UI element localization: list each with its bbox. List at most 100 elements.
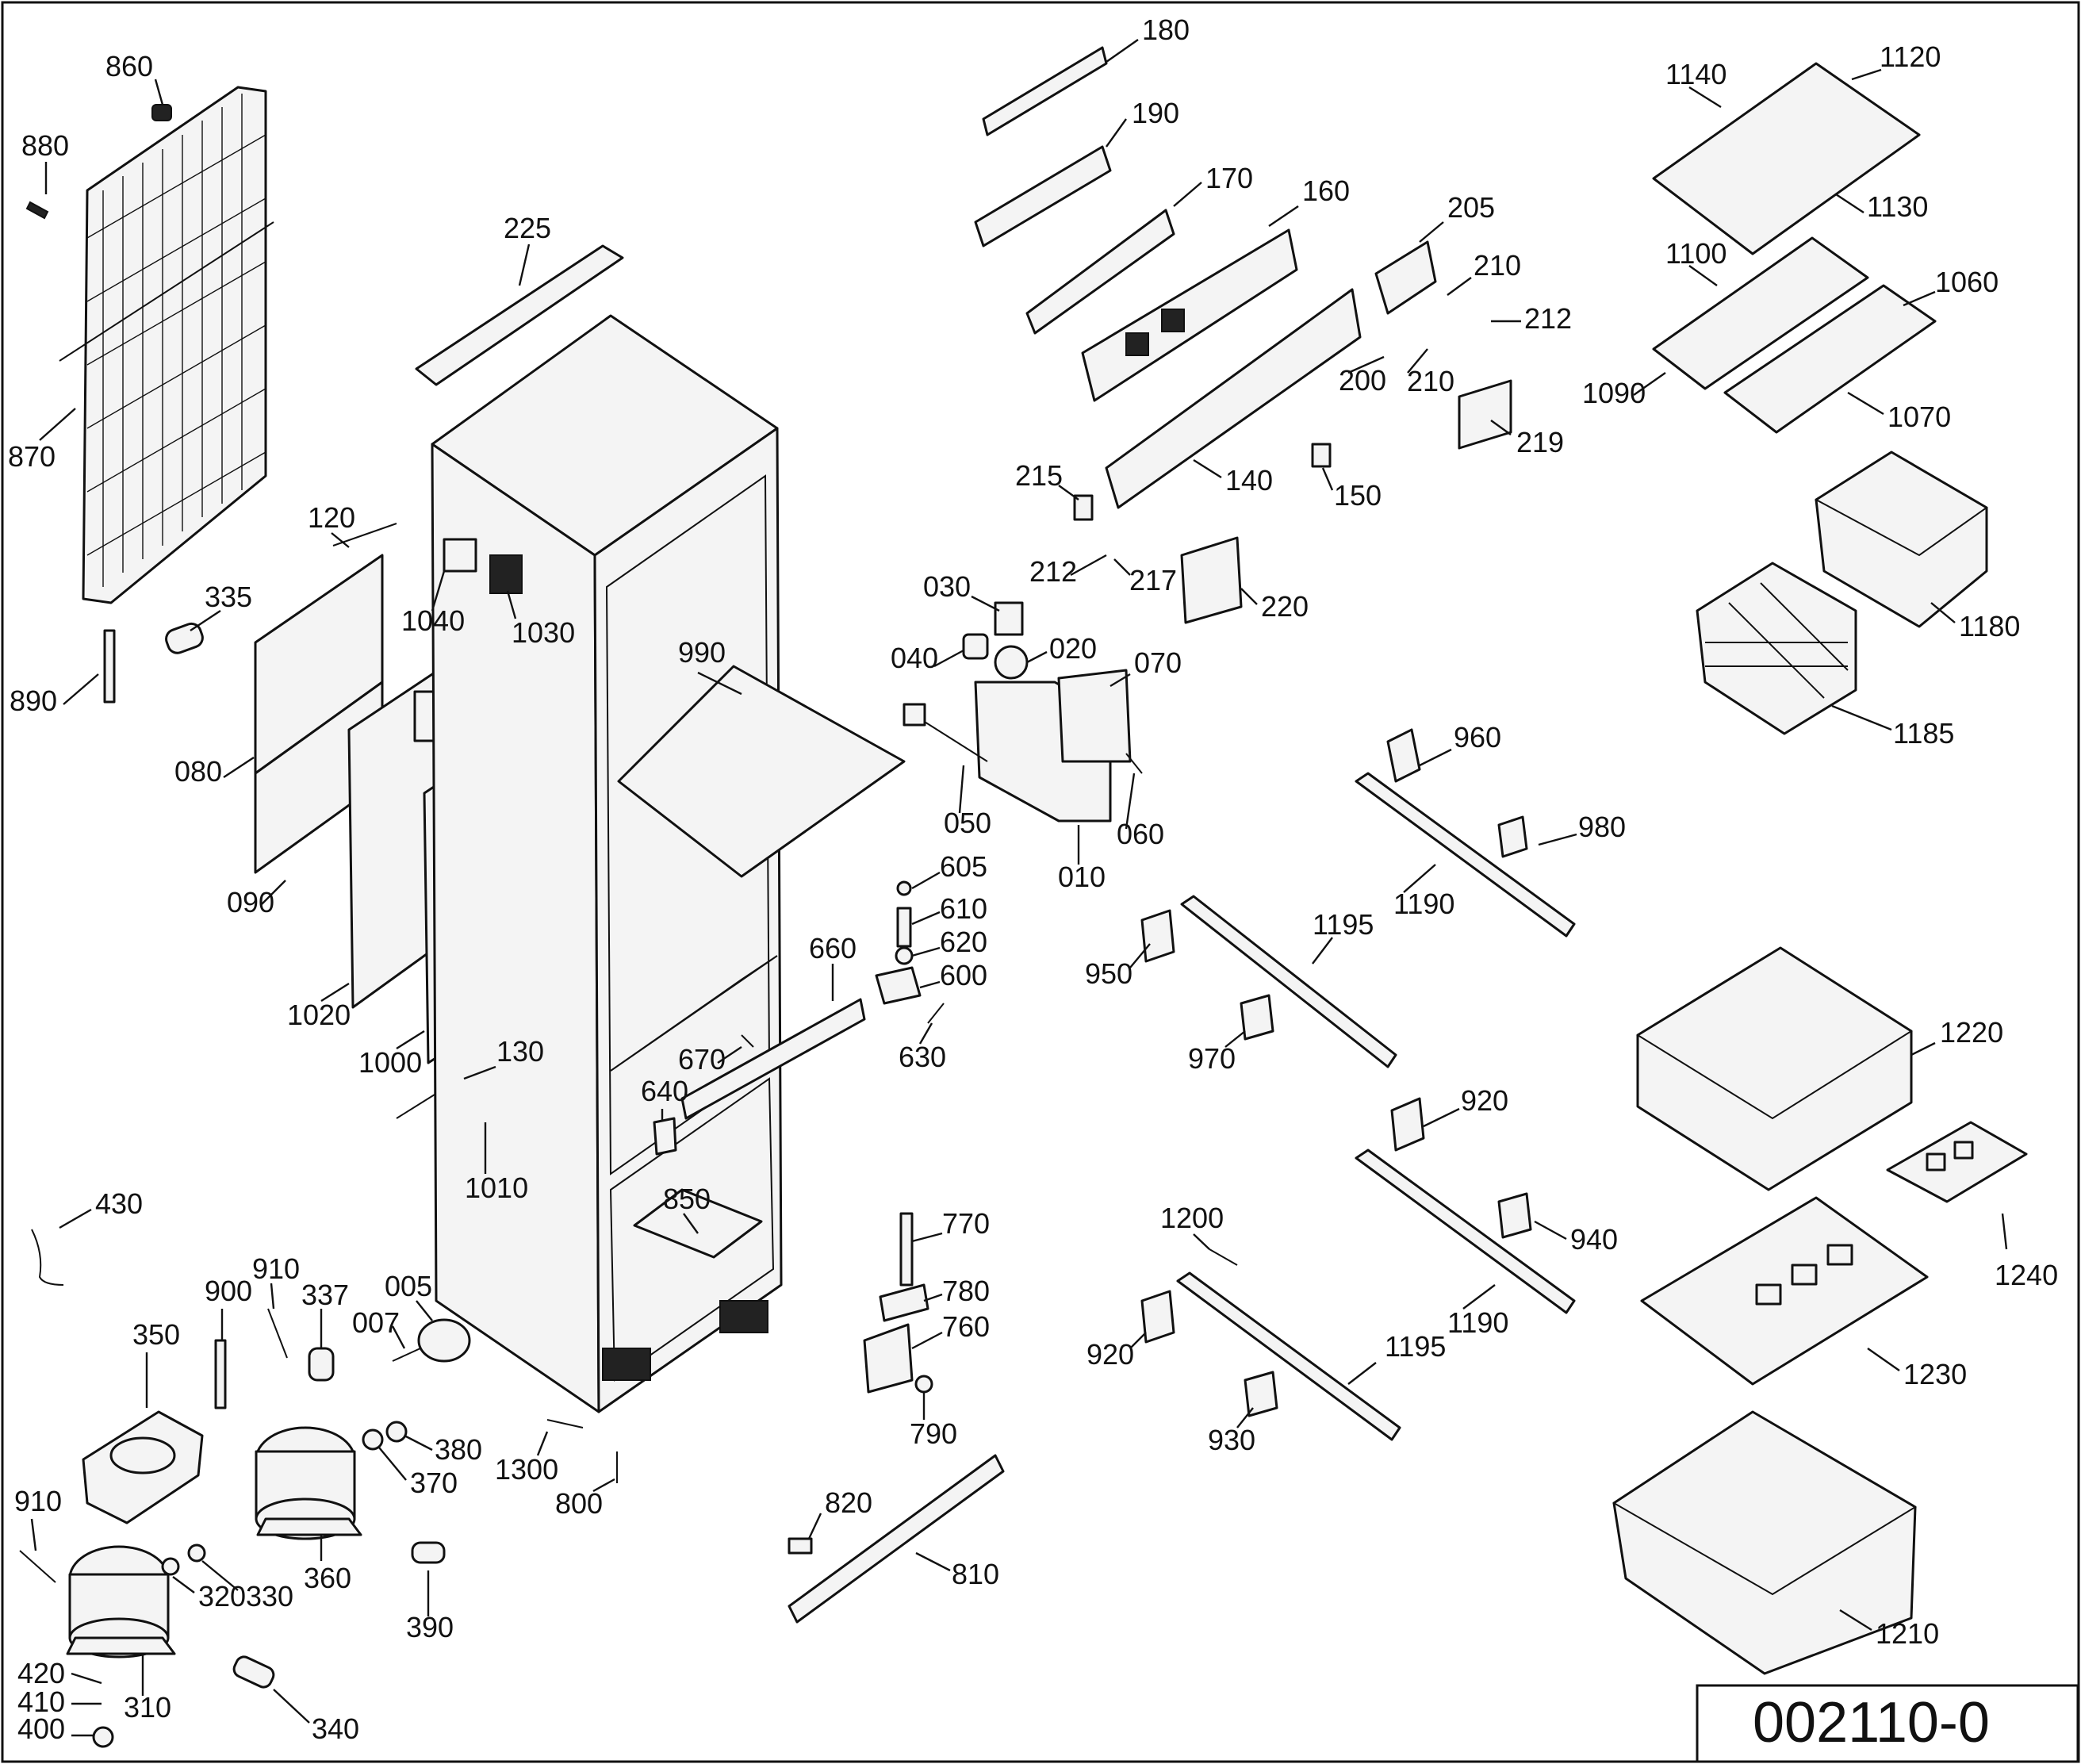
callout-210: 210 — [1474, 249, 1521, 282]
leader-210-5 — [1407, 348, 1428, 374]
bin-1180 — [1815, 451, 1988, 628]
shelf-frame — [610, 955, 778, 1072]
knob-030 — [994, 601, 1024, 636]
callout-940: 940 — [1570, 1223, 1618, 1256]
panel-1240 — [1886, 1121, 2028, 1203]
drawer-1210 — [1612, 1410, 1917, 1675]
leader-007 — [391, 1325, 406, 1349]
cord-430 — [31, 1229, 64, 1286]
pin-1200 — [1209, 1248, 1238, 1266]
callout-970: 970 — [1188, 1042, 1236, 1075]
callout-1195-2: 1195 — [1385, 1330, 1446, 1363]
callout-880: 880 — [21, 129, 69, 162]
leader-1140 — [1688, 86, 1722, 109]
callout-1060: 1060 — [1935, 266, 1999, 298]
leader-850 — [683, 1213, 699, 1234]
callout-350: 350 — [132, 1318, 180, 1351]
callout-200: 200 — [1339, 364, 1386, 397]
callout-120: 120 — [308, 501, 355, 534]
leader-180 — [1106, 39, 1139, 63]
callout-030: 030 — [923, 570, 971, 603]
leader-1100 — [1688, 265, 1718, 286]
leader-990 — [697, 671, 742, 696]
callout-850: 850 — [663, 1183, 711, 1215]
leader-040 — [933, 649, 964, 668]
callout-020: 020 — [1049, 632, 1097, 665]
leader-960 — [1419, 748, 1452, 767]
callout-219: 219 — [1516, 426, 1564, 458]
callout-430: 430 — [95, 1187, 143, 1220]
callout-215: 215 — [1015, 459, 1063, 492]
leader-760 — [911, 1331, 943, 1350]
clip-215 — [1073, 494, 1094, 521]
callout-130: 130 — [496, 1035, 544, 1068]
callout-890: 890 — [10, 685, 57, 717]
callout-800: 800 — [555, 1487, 603, 1520]
leader-860 — [154, 79, 164, 105]
clip-980 — [1497, 815, 1528, 858]
callout-005: 005 — [385, 1270, 432, 1302]
callout-1200: 1200 — [1160, 1202, 1224, 1234]
leader-170 — [1173, 182, 1202, 207]
callout-217: 217 — [1129, 564, 1177, 596]
callout-950: 950 — [1085, 957, 1132, 990]
callout-380: 380 — [435, 1433, 482, 1466]
leader-430 — [59, 1208, 92, 1229]
leader-1195 — [1312, 937, 1333, 964]
callout-980: 980 — [1578, 811, 1626, 843]
board-170 — [1025, 209, 1175, 335]
callout-1130: 1130 — [1867, 190, 1928, 223]
relay-390 — [411, 1541, 446, 1564]
rail-1190-lower — [1355, 1149, 1576, 1314]
relay-340 — [232, 1655, 275, 1689]
callout-600: 600 — [940, 959, 987, 991]
chip-150 — [1311, 443, 1332, 468]
callout-610: 610 — [940, 892, 987, 925]
housing-knob-2 — [1161, 309, 1185, 332]
hinge-side — [719, 1300, 768, 1333]
callout-1040: 1040 — [401, 604, 465, 637]
leader-340 — [273, 1689, 310, 1724]
compressor-360 — [255, 1426, 362, 1540]
plug-050 — [903, 703, 926, 727]
clip-970 — [1240, 994, 1274, 1041]
callout-1240: 1240 — [1995, 1259, 2058, 1291]
roller-005 — [417, 1318, 471, 1363]
bracket-190 — [974, 145, 1112, 247]
callout-1070: 1070 — [1887, 401, 1951, 433]
callout-212-6: 212 — [1029, 555, 1077, 588]
callout-990: 990 — [678, 636, 726, 669]
leader-212-6 — [1070, 554, 1107, 577]
compressor-310 — [66, 1545, 176, 1659]
shelf-1060 — [1723, 284, 1937, 434]
callout-210-5: 210 — [1407, 365, 1454, 397]
tube-337 — [308, 1347, 335, 1382]
parts-drawing — [19, 46, 2079, 1763]
clip-219 — [1458, 379, 1512, 450]
leader-910-7 — [30, 1518, 37, 1551]
housing-knob-1 — [1125, 332, 1149, 356]
hinge-640 — [653, 1117, 677, 1156]
leader-140 — [1193, 458, 1222, 479]
screw-670 — [741, 1034, 754, 1048]
callout-1000: 1000 — [358, 1046, 422, 1079]
clip-930 — [1244, 1371, 1278, 1417]
callout-040: 040 — [891, 642, 938, 674]
callout-960: 960 — [1454, 721, 1501, 754]
leader-030 — [971, 595, 1000, 612]
leader-1000 — [396, 1030, 425, 1050]
callout-1180: 1180 — [1959, 610, 2020, 642]
leader-1210 — [1839, 1609, 1872, 1632]
leader-130 — [463, 1065, 496, 1080]
callout-370: 370 — [410, 1467, 458, 1499]
leader-150 — [1321, 467, 1334, 491]
callout-870: 870 — [8, 440, 56, 473]
callout-1230: 1230 — [1903, 1358, 1967, 1390]
clip-950 — [1140, 909, 1175, 963]
leader-005 — [416, 1300, 433, 1321]
hinge-stack-760 — [863, 1212, 933, 1394]
leader-800 — [592, 1478, 615, 1493]
leader-1190-3 — [1462, 1284, 1496, 1310]
